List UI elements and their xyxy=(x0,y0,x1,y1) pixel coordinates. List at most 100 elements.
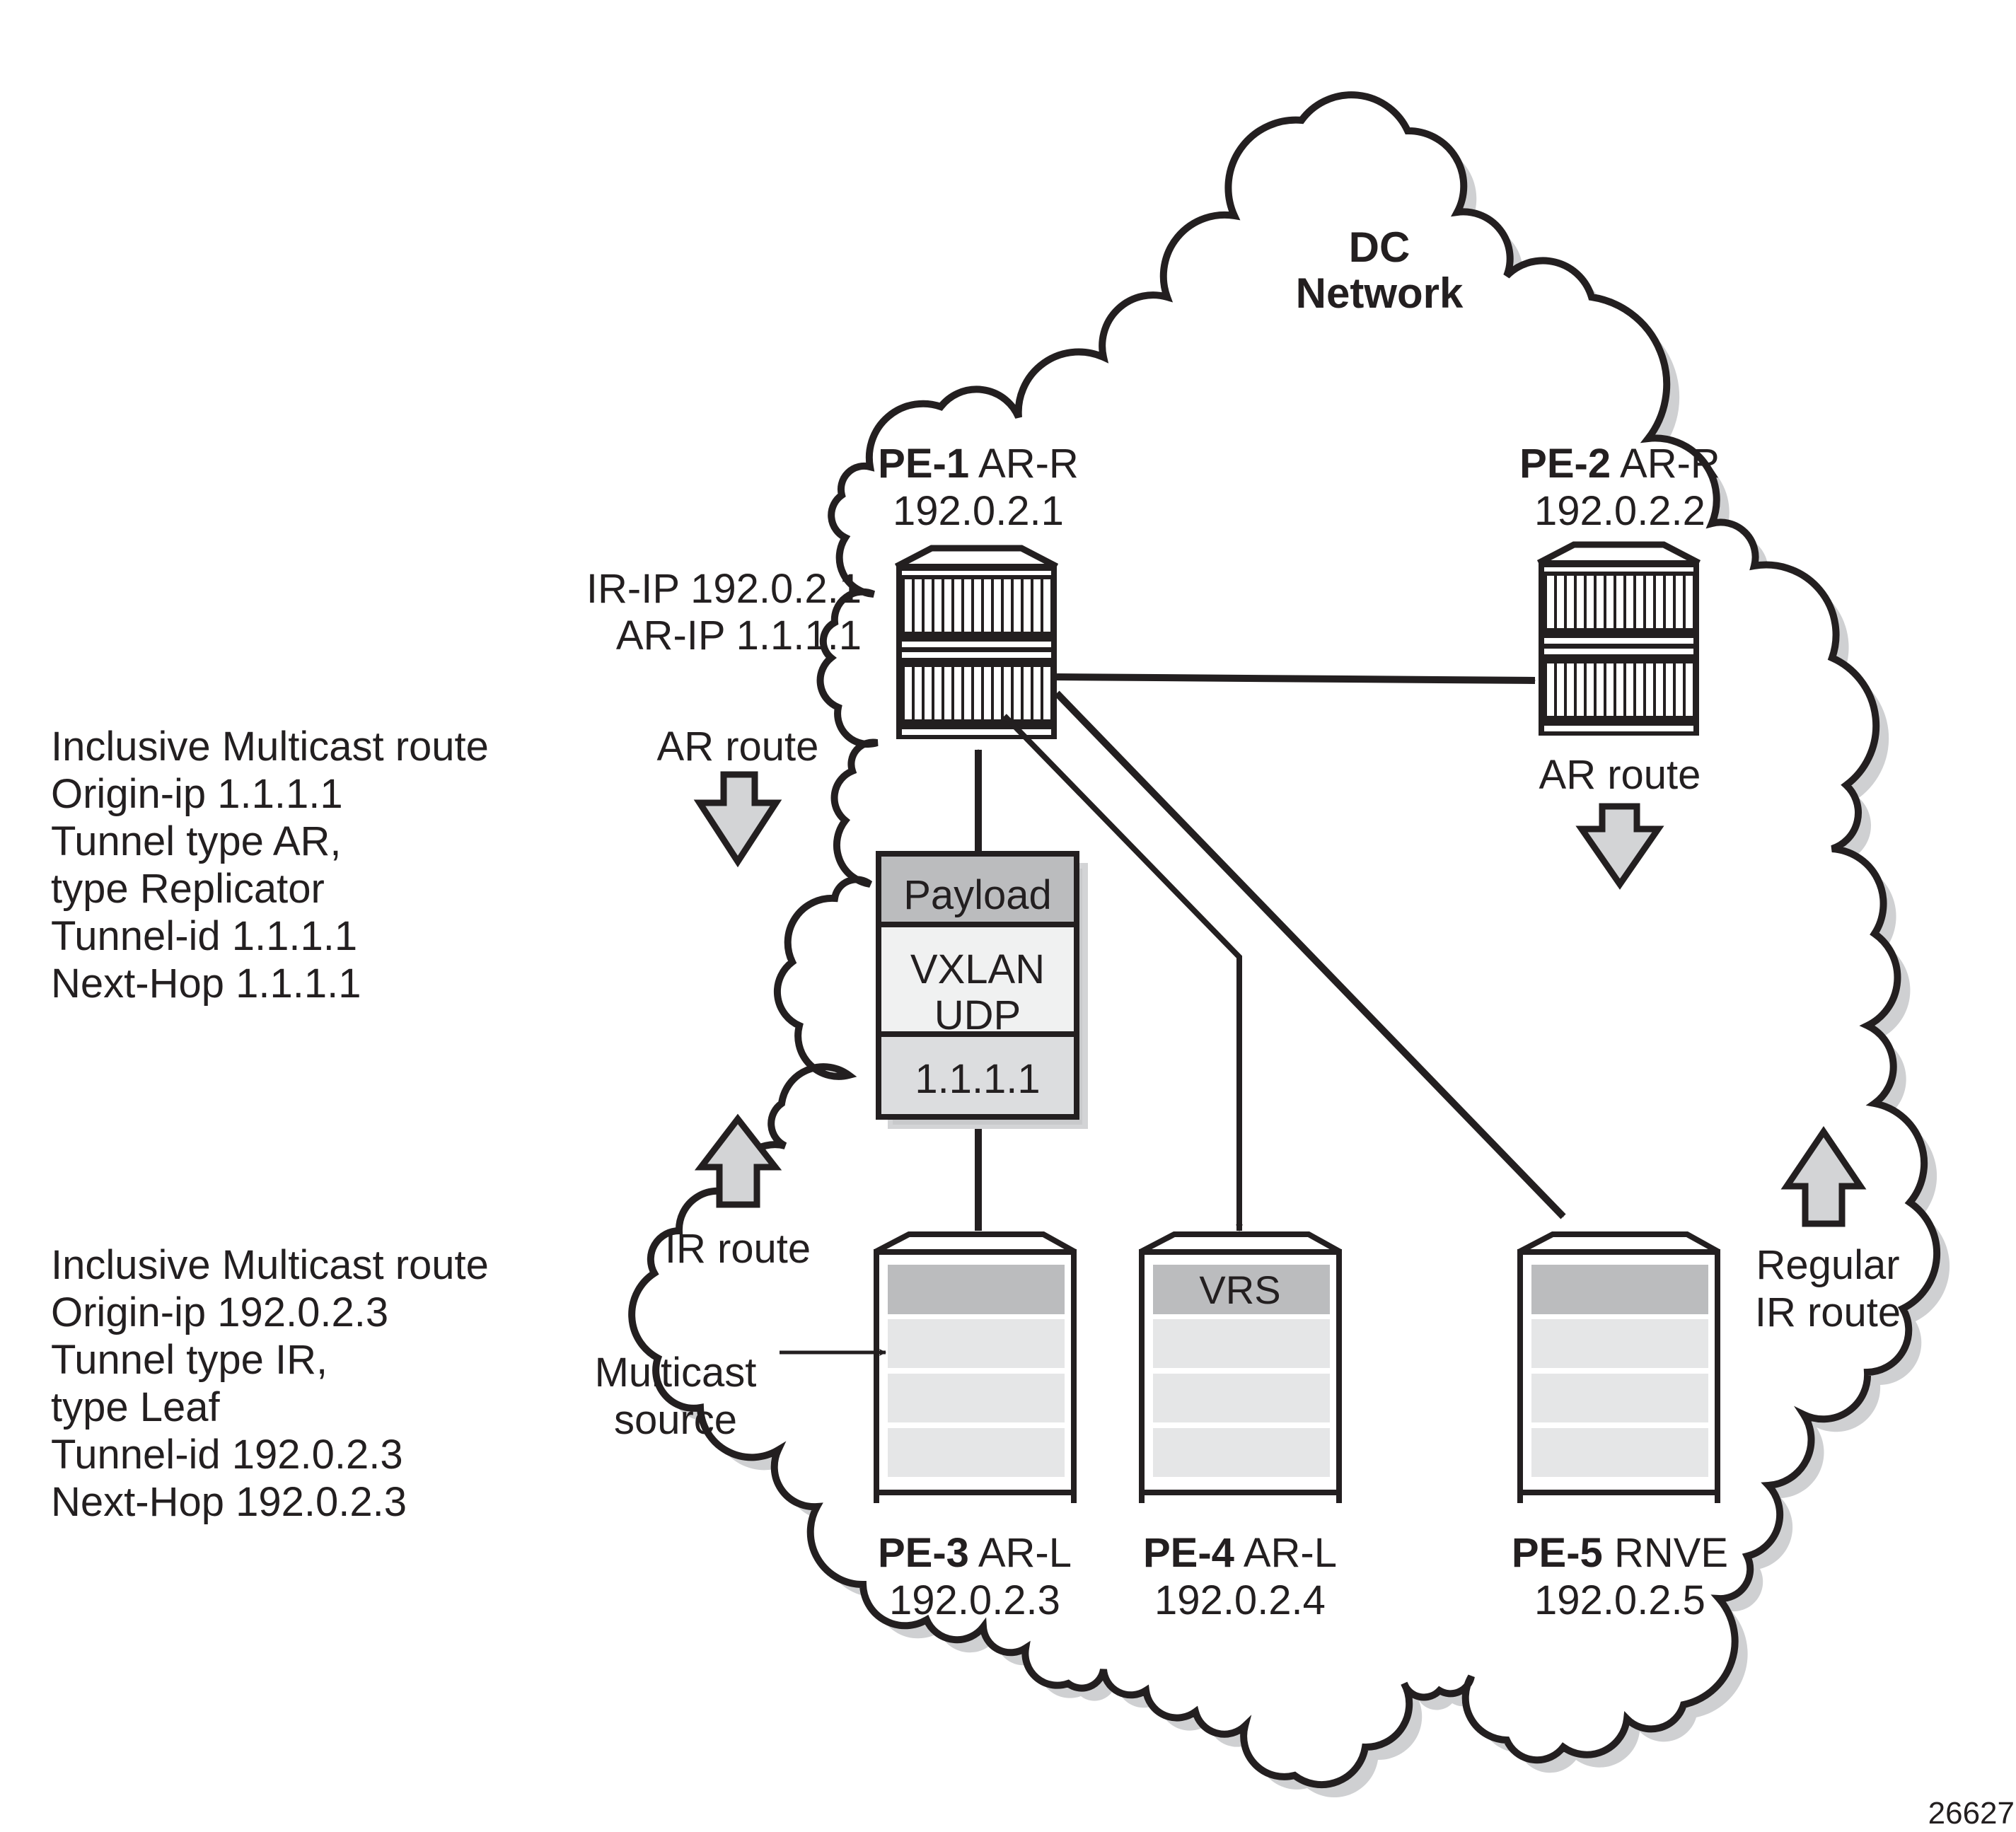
server-left-rail xyxy=(1139,1249,1145,1503)
pe4-role: AR-L xyxy=(1244,1530,1337,1576)
pe3-node[interactable]: PE-3 AR-L 192.0.2.3 xyxy=(874,1231,1077,1623)
router-slot xyxy=(922,667,925,719)
route-info-line: Next-Hop 1.1.1.1 xyxy=(51,961,361,1007)
router-band xyxy=(896,647,1057,652)
router-slot xyxy=(1693,663,1696,716)
router-band xyxy=(1539,644,1699,649)
pe2-role: AR-R xyxy=(1620,441,1720,487)
pe1-ir-ip: IR-IP 192.0.2.1 xyxy=(586,566,862,612)
router-slot xyxy=(1544,663,1547,716)
router-slot xyxy=(1623,576,1626,628)
router-slot xyxy=(1031,579,1033,632)
server-shelf xyxy=(1153,1319,1330,1368)
pe5-regular-label-line2: IR route xyxy=(1755,1289,1901,1335)
server-shelf xyxy=(888,1265,1065,1314)
pe4-node[interactable]: PE-4 AR-L 192.0.2.4 VRS xyxy=(1139,1231,1342,1623)
pe2-label: PE-2 AR-R xyxy=(1519,441,1720,487)
pe2-node[interactable]: PE-2 AR-R 192.0.2.2 xyxy=(1519,441,1720,736)
router-slot xyxy=(1614,576,1616,628)
router-slot xyxy=(1584,576,1587,628)
server-shelf xyxy=(888,1374,1065,1422)
pe3-ip: 192.0.2.3 xyxy=(889,1577,1060,1623)
server-right-rail xyxy=(1336,1249,1342,1503)
down-arrow-icon xyxy=(693,771,782,868)
router-slot xyxy=(1031,667,1033,719)
router-slot xyxy=(932,667,934,719)
server-right-rail xyxy=(1715,1249,1720,1503)
route-info-line: Inclusive Multicast route xyxy=(51,1242,489,1288)
packet-payload-label: Payload xyxy=(903,872,1052,918)
pe2-name: PE-2 xyxy=(1519,441,1611,487)
router-slot xyxy=(1050,579,1053,632)
pe1-node[interactable]: PE-1 AR-R 192.0.2.1 xyxy=(878,441,1079,739)
server-shelf xyxy=(1531,1265,1708,1314)
pe5-node[interactable]: PE-5 RNVE 192.0.2.5 xyxy=(1512,1231,1728,1623)
pe4-name: PE-4 xyxy=(1143,1530,1234,1576)
router-slot xyxy=(961,667,964,719)
router-icon xyxy=(894,545,1059,739)
router-slot xyxy=(1041,667,1043,719)
server-top xyxy=(1517,1231,1720,1255)
route-info-line: Origin-ip 192.0.2.3 xyxy=(51,1289,388,1335)
router-band xyxy=(896,735,1057,739)
router-slot xyxy=(1673,576,1676,628)
pe4-ip: 192.0.2.4 xyxy=(1154,1577,1326,1623)
router-slot xyxy=(1683,663,1686,716)
router-slot xyxy=(1683,576,1686,628)
router-slot xyxy=(1564,663,1567,716)
down-arrow-icon xyxy=(1575,803,1664,890)
router-slot xyxy=(1021,579,1024,632)
router-slot xyxy=(991,667,994,719)
server-top xyxy=(874,1231,1077,1255)
pe1-ar-route-label: AR route xyxy=(657,724,819,770)
server-right-rail xyxy=(1071,1249,1077,1503)
router-slot xyxy=(1011,667,1014,719)
router-slot xyxy=(1554,576,1557,628)
router-band xyxy=(896,632,1057,642)
pe5-label: PE-5 RNVE xyxy=(1512,1530,1728,1576)
cloud-title-line1: DC xyxy=(1349,224,1410,271)
router-slot xyxy=(1623,663,1626,716)
router-slot xyxy=(942,667,944,719)
server-left-rail xyxy=(874,1249,879,1503)
router-slot xyxy=(1001,667,1004,719)
router-slot xyxy=(1001,579,1004,632)
cloud-title-line2: Network xyxy=(1296,269,1464,317)
packet-layer-outer-ip xyxy=(876,1031,1079,1120)
pe5-regular-label-line1: Regular xyxy=(1756,1242,1899,1288)
router-slot xyxy=(1574,576,1577,628)
pe5-ip: 192.0.2.5 xyxy=(1534,1577,1705,1623)
server-shelf xyxy=(1531,1428,1708,1477)
route-info-line: Tunnel type AR, xyxy=(51,818,342,864)
packet-vxlan-label: VXLAN xyxy=(910,946,1045,992)
route-info-line: Origin-ip 1.1.1.1 xyxy=(51,771,343,817)
server-icon xyxy=(1517,1231,1720,1503)
packet-udp-label: UDP xyxy=(934,992,1021,1038)
packet-stack[interactable]: Payload VXLAN UDP 1.1.1.1 xyxy=(876,851,1088,1129)
route-info-line: type Leaf xyxy=(51,1384,221,1430)
router-slot xyxy=(961,579,964,632)
server-icon xyxy=(1139,1231,1342,1503)
router-slot xyxy=(1011,579,1014,632)
router-band xyxy=(1539,628,1699,638)
multicast-source-line2: source xyxy=(614,1397,737,1443)
multicast-source: Multicast source xyxy=(595,1349,886,1443)
up-arrow-icon xyxy=(1780,1125,1867,1227)
pe3-role-sep xyxy=(969,1530,978,1576)
router-slot xyxy=(1693,576,1696,628)
pe1-role: AR-R xyxy=(978,441,1079,487)
link-pe1-pe5 xyxy=(1054,690,1566,1219)
pe3-ir-route: IR route xyxy=(665,1113,811,1272)
server-top-bar xyxy=(1517,1249,1720,1255)
server-bottom-bar xyxy=(874,1490,1077,1495)
router-top xyxy=(894,545,1059,569)
router-slot xyxy=(971,667,974,719)
router-band xyxy=(1539,654,1699,663)
router-slot xyxy=(1594,663,1597,716)
router-icon xyxy=(1536,541,1701,736)
router-slot xyxy=(1663,663,1666,716)
server-top-bar xyxy=(1139,1249,1342,1255)
router-slot xyxy=(932,579,934,632)
